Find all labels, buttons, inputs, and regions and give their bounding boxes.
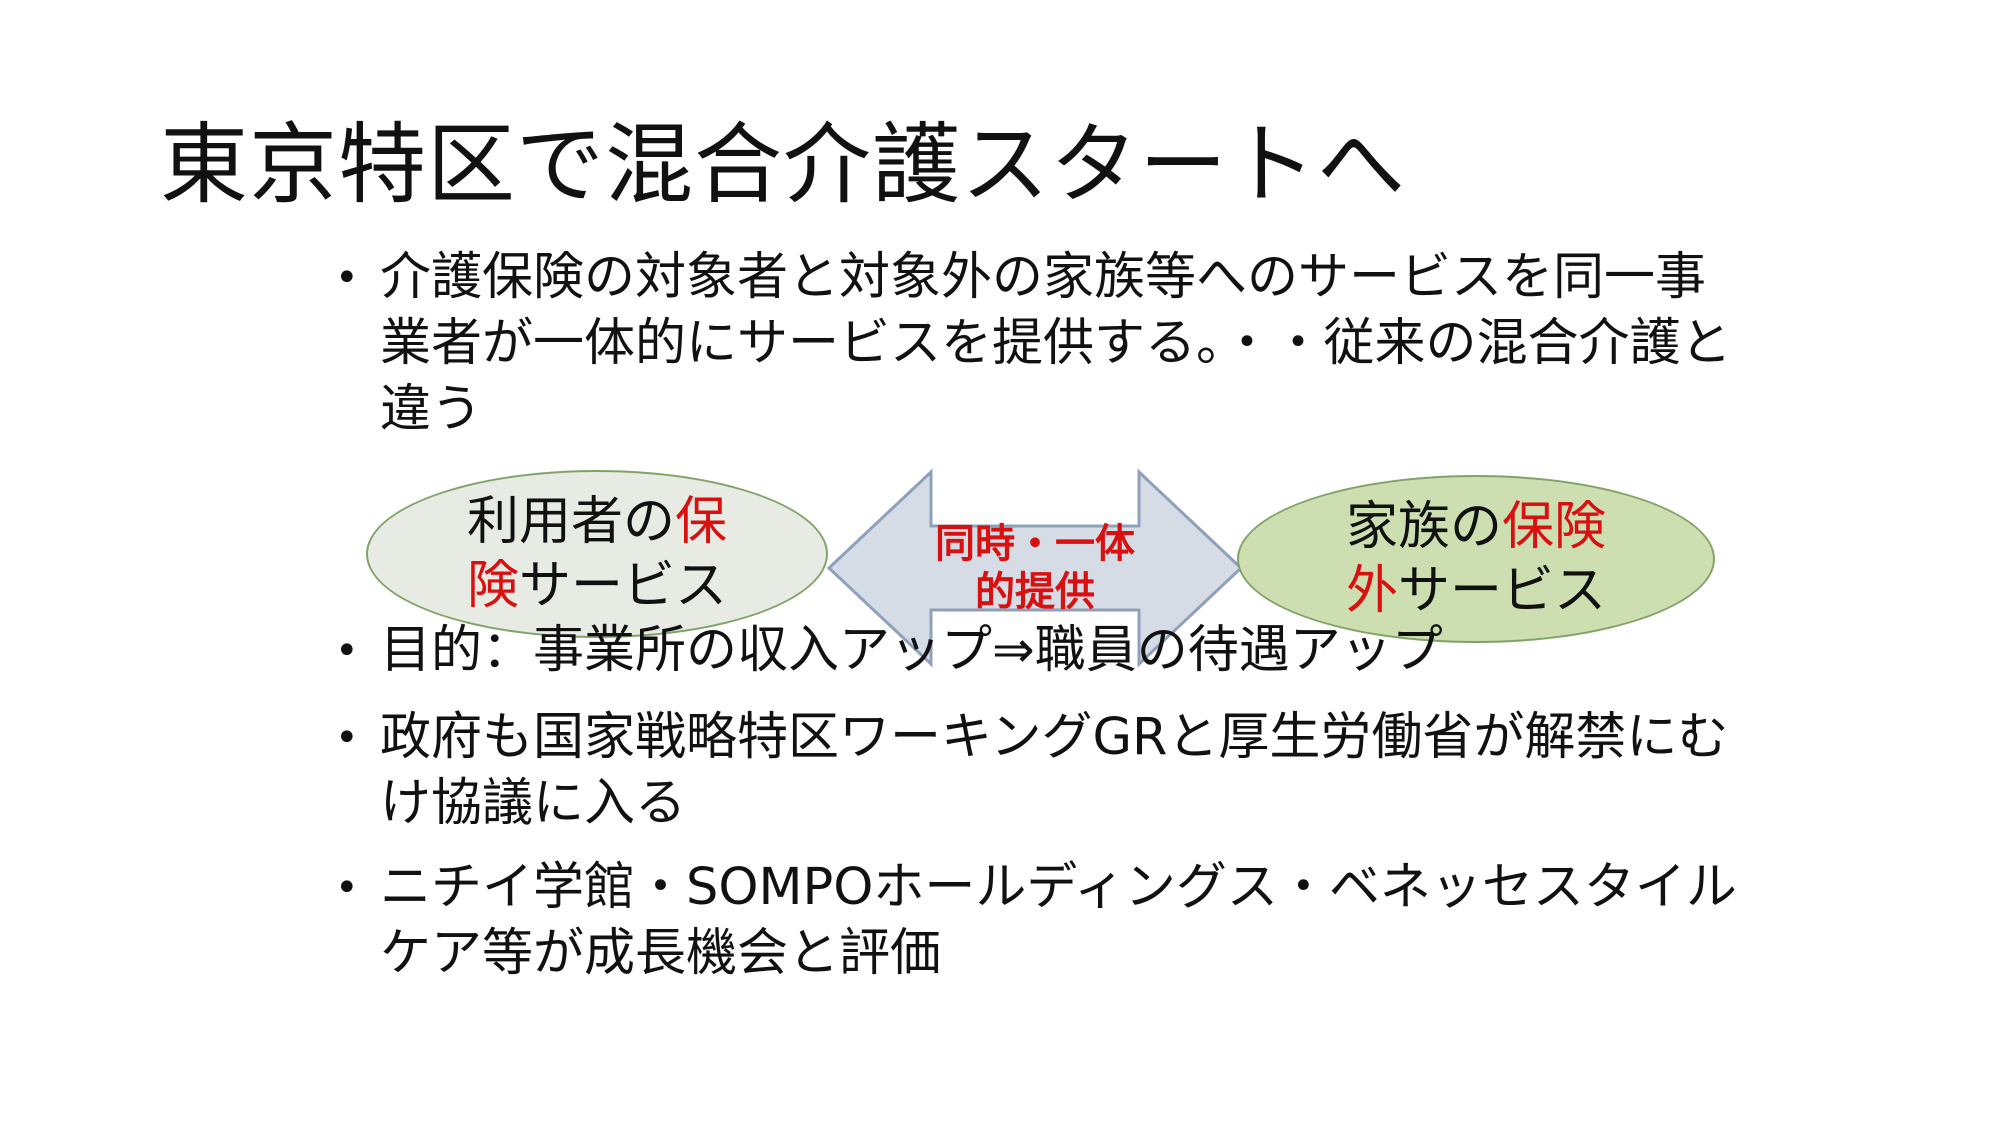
bullet-marker: •	[335, 255, 359, 301]
oval-text-highlight: 保険	[1502, 497, 1607, 557]
bullet-text: ニチイ学館・SOMPOホールディングス・ベネッセスタイルケア等が成長機会と評価	[380, 858, 1737, 983]
slide-title: 東京特区で混合介護スタートへ	[160, 113, 1407, 216]
arrow-label-line: 的提供	[975, 569, 1095, 615]
arrow-label-line: 同時・一体	[935, 521, 1135, 567]
arrow-label: 同時・一体 的提供	[825, 520, 1245, 616]
bullet-item: • ニチイ学館・SOMPOホールディングス・ベネッセスタイルケア等が成長機会と評…	[335, 855, 1755, 987]
bullet-item: • 政府も国家戦略特区ワーキングGRと厚生労働省が解禁にむけ協議に入る	[335, 705, 1755, 837]
bullet-marker: •	[335, 865, 359, 911]
oval-text-highlight: 外	[1345, 561, 1398, 621]
insured-service-oval: 利用者の保 険サービス	[366, 470, 828, 638]
oval-text: 家族の	[1345, 497, 1502, 557]
oval-text: サービス	[1398, 561, 1607, 621]
bullet-item: • 目的：事業所の収入アップ⇒職員の待遇アップ	[335, 618, 1755, 684]
oval-text-highlight: 険	[466, 556, 519, 616]
oval-text: サービス	[519, 556, 728, 616]
bullet-text: 介護保険の対象者と対象外の家族等へのサービスを同一事業者が一体的にサービスを提供…	[380, 248, 1732, 439]
oval-text: 利用者の	[466, 492, 675, 552]
bullet-item: • 介護保険の対象者と対象外の家族等へのサービスを同一事業者が一体的にサービスを…	[335, 245, 1755, 443]
bullet-text: 政府も国家戦略特区ワーキングGRと厚生労働省が解禁にむけ協議に入る	[380, 708, 1729, 833]
oval-text-highlight: 保	[675, 492, 728, 552]
bullet-marker: •	[335, 628, 359, 674]
bullet-marker: •	[335, 715, 359, 761]
bullet-text: 目的：事業所の収入アップ⇒職員の待遇アップ	[380, 621, 1443, 680]
double-arrow: 同時・一体 的提供	[825, 468, 1245, 668]
non-insured-service-oval: 家族の保険 外サービス	[1237, 475, 1715, 643]
